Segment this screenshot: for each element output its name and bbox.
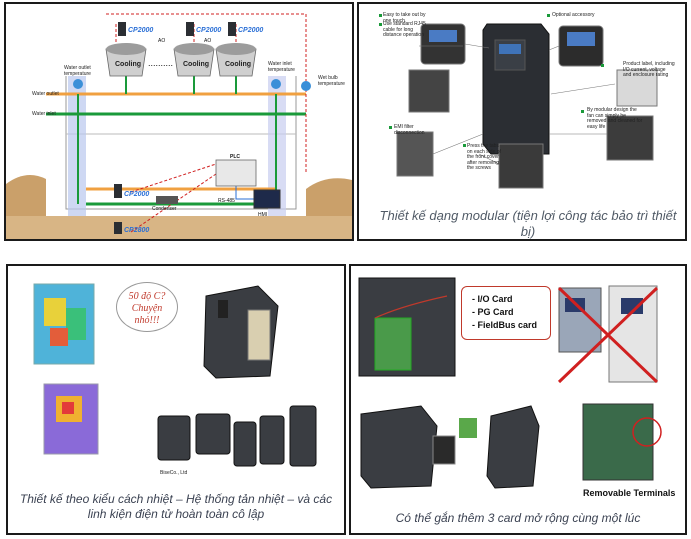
cooling-diagram: Cooling Cooling Cooling .......... CP200… bbox=[6, 13, 352, 239]
condenser bbox=[156, 196, 178, 204]
bubble-line: nhỏ!!! bbox=[134, 315, 160, 326]
top-drive: CP2000 bbox=[228, 22, 263, 36]
top-drive: CP2000 bbox=[186, 22, 221, 36]
callout-text: EMI filter disconnection bbox=[394, 124, 425, 136]
old-drive bbox=[558, 287, 602, 353]
panel2-caption: Thiết kế dạng modular (tiện lợi công tác… bbox=[379, 208, 677, 240]
svg-text:Cooling: Cooling bbox=[115, 61, 141, 68]
cartoon-drive-card bbox=[486, 405, 540, 489]
rs485-label: RS-485 bbox=[218, 198, 235, 204]
cooling-tower: Cooling bbox=[105, 43, 147, 77]
brand-text: BiseCo., Ltd bbox=[160, 470, 188, 476]
ao-label: AO bbox=[204, 38, 211, 44]
speech-bubble: 50 độ C? Chuyện nhỏ!!! bbox=[116, 282, 178, 332]
condenser-label: Condenser bbox=[152, 206, 177, 212]
svg-text:CP2800: CP2800 bbox=[124, 227, 149, 234]
panel3-caption: Thiết kế theo kiểu cách nhiệt – Hệ thống… bbox=[19, 492, 333, 521]
card-item: I/O Card bbox=[472, 293, 550, 306]
callout-text: Use standard RJ45 cable for long distanc… bbox=[383, 21, 426, 38]
modular-drive-illustration bbox=[379, 14, 658, 189]
terminal-highlight bbox=[632, 417, 662, 447]
card-pcb bbox=[459, 418, 477, 438]
card-list: I/O Card PG Card FieldBus card bbox=[461, 286, 551, 340]
label-detail bbox=[616, 69, 658, 107]
hmi-label: HMI bbox=[258, 212, 267, 218]
svg-text:CP2000: CP2000 bbox=[238, 27, 263, 34]
plc-label: PLC bbox=[230, 154, 240, 160]
svg-text:Cooling: Cooling bbox=[225, 61, 251, 68]
red-x bbox=[557, 286, 659, 384]
emi-detail bbox=[396, 131, 434, 177]
vertical-risers bbox=[77, 94, 277, 204]
cartoon-drive-bottom bbox=[360, 405, 438, 489]
old-drive-tall bbox=[608, 285, 658, 383]
top-drive: CP2000 bbox=[118, 22, 153, 36]
cover-detail bbox=[498, 143, 544, 189]
callout-text: Press the tabs on each side of the front… bbox=[467, 143, 501, 171]
removable-terminals-label: Removable Terminals bbox=[583, 488, 676, 498]
card-slot bbox=[374, 317, 412, 371]
callout-lines bbox=[419, 43, 616, 165]
bubble-line: Chuyện bbox=[131, 303, 163, 314]
card-item: PG Card bbox=[472, 306, 550, 319]
callout-text: Optional accessory bbox=[552, 12, 595, 18]
svg-text:Cooling: Cooling bbox=[183, 61, 209, 68]
ground-left bbox=[6, 175, 46, 219]
ground-right bbox=[306, 178, 352, 219]
sensor-outlet bbox=[73, 79, 83, 89]
callout-bullets bbox=[379, 14, 604, 147]
sensor-wet-bulb bbox=[301, 81, 311, 91]
sensor-inlet bbox=[271, 79, 281, 89]
expansion-illustration bbox=[358, 277, 662, 489]
callout-text: By modular design the fan can simply be … bbox=[587, 107, 643, 130]
cooling-tower: Cooling bbox=[215, 43, 257, 77]
cartoon-drive-group bbox=[157, 405, 317, 467]
terminal-block bbox=[432, 435, 456, 465]
cooling-tower: Cooling bbox=[173, 43, 215, 77]
panel4-caption: Có thể gắn thêm 3 card mở rộng cùng một … bbox=[395, 511, 641, 525]
building-frame bbox=[65, 76, 297, 210]
water-outlet-temp-label: Water outlet temperature bbox=[64, 65, 91, 77]
wet-bulb-label: Wet bulb temperature bbox=[318, 75, 345, 87]
signal-lines bbox=[106, 13, 307, 172]
svg-text:CP2000: CP2000 bbox=[128, 27, 153, 34]
water-inlet-temp-label: Water inlet temperature bbox=[268, 61, 295, 73]
card-pointer bbox=[374, 295, 448, 319]
bubble-line: 50 độ C? bbox=[128, 291, 166, 302]
ao-label: AO bbox=[158, 38, 165, 44]
removable-terminals-photo bbox=[582, 403, 654, 481]
water-inlet-label: Water inlet bbox=[32, 111, 56, 117]
water-outlet-label: Water outlet bbox=[32, 91, 59, 97]
hmi-screen bbox=[253, 189, 281, 209]
svg-text:CP2000: CP2000 bbox=[196, 27, 221, 34]
callout-text: Easy to take out by one touch bbox=[383, 12, 426, 24]
thermal-design-panel: 50 độ C? Chuyện nhỏ!!! BiseCo., Ltd Thiế… bbox=[6, 264, 346, 535]
tower-ellipsis: .......... bbox=[148, 58, 173, 68]
ground-strip bbox=[6, 216, 352, 239]
fan-detail bbox=[606, 115, 654, 161]
cooling-system-panel: Cooling Cooling Cooling .......... CP200… bbox=[4, 2, 354, 241]
pump-drive: CP2800 bbox=[114, 222, 149, 234]
card-item: FieldBus card bbox=[472, 319, 550, 332]
modular-design-panel: Easy to take out by one touch Use standa… bbox=[357, 2, 687, 241]
drive-display bbox=[499, 44, 521, 54]
callout-text: Product label, including I/O current, vo… bbox=[623, 61, 675, 78]
pump-drive: CP2000 bbox=[114, 184, 149, 198]
cable-detail bbox=[408, 69, 450, 113]
thermal-illustration bbox=[33, 283, 317, 467]
expansion-card-panel: I/O Card PG Card FieldBus card Removable… bbox=[349, 264, 687, 535]
plc-box bbox=[215, 159, 257, 187]
svg-text:CP2000: CP2000 bbox=[124, 191, 149, 198]
